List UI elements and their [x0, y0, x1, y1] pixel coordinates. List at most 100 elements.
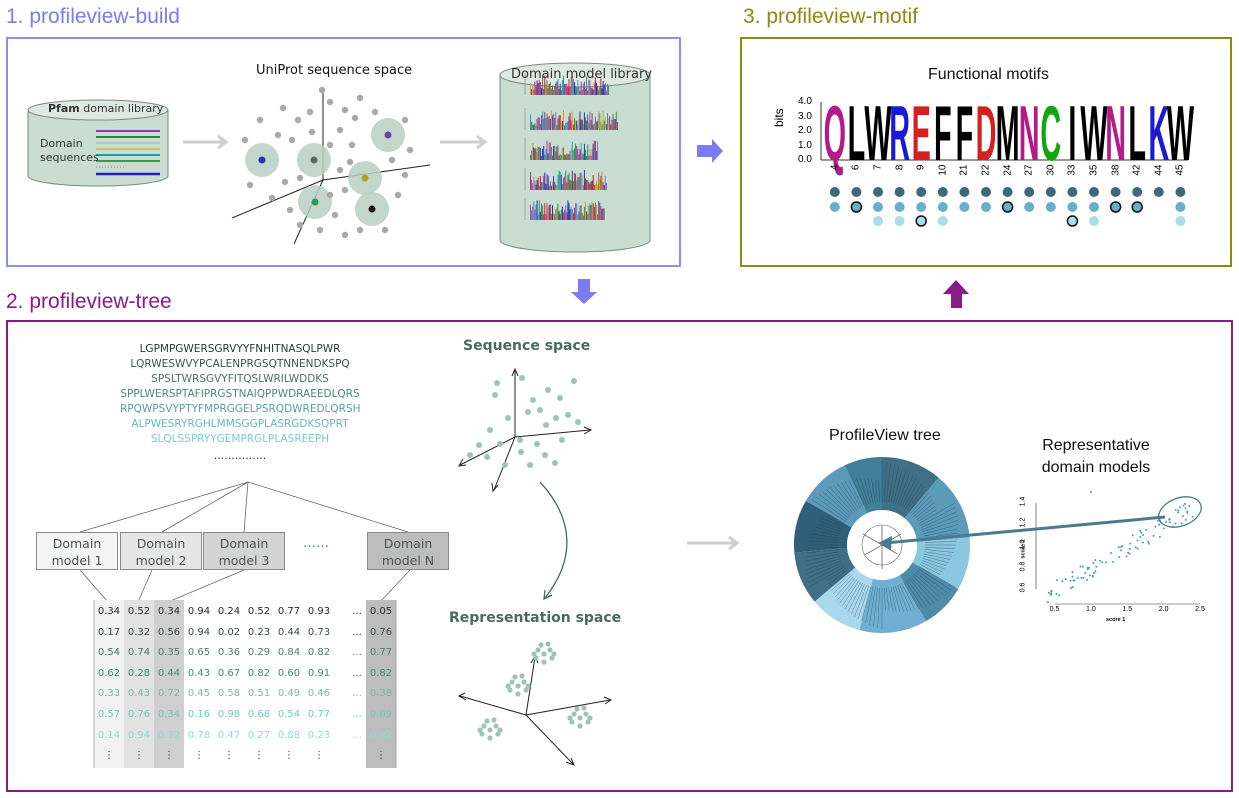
library-bar	[590, 87, 592, 95]
sequence-point	[401, 116, 409, 124]
tree-branch	[916, 506, 936, 520]
library-bar	[568, 116, 570, 130]
rep-models-line1: Representative	[1042, 437, 1150, 454]
tree-branch	[825, 488, 852, 515]
motif-letter: F	[956, 91, 974, 177]
arrow-to-tree	[687, 535, 740, 551]
library-bar	[600, 121, 602, 130]
library-bar	[580, 143, 582, 160]
library-bar	[613, 118, 615, 130]
library-bar	[576, 120, 578, 130]
library-bar	[553, 176, 555, 190]
sequence-point	[296, 221, 304, 229]
matrix-cell: 0.14	[97, 729, 121, 741]
scatter-point	[1186, 510, 1189, 513]
library-bar	[589, 80, 591, 95]
sequence-space-point	[494, 380, 500, 386]
tree-sector	[882, 457, 939, 519]
scatter-point	[1131, 534, 1134, 537]
tree-branch	[910, 576, 935, 604]
library-bar	[599, 113, 601, 130]
motif-letter: D	[976, 91, 997, 177]
library-bar	[585, 178, 586, 190]
scatter-point	[1082, 576, 1085, 579]
matrix-cell: 0.52	[247, 606, 271, 617]
motif-letter: N	[1019, 91, 1040, 177]
scatter-point	[1184, 507, 1187, 510]
matrix-cell: 0.05	[369, 606, 393, 617]
tree-branch	[827, 568, 847, 581]
motif-dot	[1175, 216, 1186, 226]
motif-letter: K	[1148, 91, 1169, 177]
library-bar	[532, 142, 534, 160]
matrix-cell: …	[352, 667, 362, 679]
library-bar	[534, 123, 536, 130]
library-bar	[574, 148, 575, 160]
library-bar	[597, 214, 599, 220]
library-bar	[574, 172, 575, 190]
library-bar	[564, 176, 566, 190]
scatter-point	[1178, 506, 1181, 509]
sequence-point	[371, 108, 379, 116]
library-bar	[607, 83, 608, 95]
library-bar	[568, 79, 570, 95]
representation-point	[484, 718, 490, 724]
library-bar	[572, 124, 574, 130]
library-bar	[566, 83, 568, 95]
tree-branch	[886, 463, 891, 503]
library-bar	[565, 170, 567, 190]
scatter-point	[1128, 552, 1131, 555]
matrix-cell: 0.77	[369, 647, 393, 659]
representation-point	[481, 723, 487, 729]
scatter-point	[1069, 587, 1072, 590]
library-bar	[583, 206, 585, 220]
library-bar	[557, 118, 559, 130]
scatter-point	[1142, 541, 1145, 544]
pfam-cylinder	[27, 99, 169, 187]
matrix-cell: 0.88	[277, 729, 301, 741]
library-bar	[575, 143, 577, 160]
library-bar	[599, 179, 601, 190]
representation-point	[493, 723, 499, 729]
domain-sequences-line1: Domain	[40, 137, 83, 150]
library-bar	[602, 81, 604, 95]
scatter-xtick: 2.5	[1195, 606, 1205, 613]
scatter-ytick: 1.2	[1019, 518, 1027, 528]
library-bar	[587, 90, 589, 95]
library-bar	[594, 141, 596, 160]
tree-branch	[860, 478, 869, 505]
scatter-point	[1134, 546, 1137, 549]
tree-branch	[878, 480, 880, 503]
matrix-cell: 0.16	[187, 709, 211, 720]
library-bar	[558, 115, 560, 130]
library-bar	[583, 170, 585, 190]
library-bar	[596, 204, 597, 220]
library-bar	[597, 86, 599, 95]
motif-panel	[740, 37, 1232, 267]
motif-letter: L	[1128, 91, 1146, 177]
representation-point	[574, 706, 580, 712]
motif-ytick: 1.0	[798, 139, 812, 151]
library-bar	[533, 147, 535, 160]
domain-model-line1: Domain	[136, 536, 186, 551]
scatter-point	[1184, 502, 1187, 505]
matrix-cell: 0.82	[307, 647, 331, 659]
library-bar	[546, 140, 548, 160]
matrix-cell: 0.74	[127, 647, 151, 659]
motif-dot	[829, 202, 840, 212]
library-bar	[561, 80, 563, 95]
library-bar	[576, 146, 578, 160]
library-bar	[563, 147, 564, 160]
motif-dot-ring	[850, 201, 863, 213]
sequence-point	[336, 126, 344, 134]
library-bar	[565, 154, 567, 160]
tree-branch	[908, 489, 927, 512]
library-bar	[553, 146, 555, 160]
scatter-xlabel: score 1	[1106, 617, 1126, 623]
motif-letter: W	[1167, 91, 1194, 177]
tree-branch	[886, 587, 890, 611]
motif-letter: Q	[824, 91, 846, 177]
library-bar	[557, 203, 559, 220]
library-bar	[589, 203, 591, 220]
